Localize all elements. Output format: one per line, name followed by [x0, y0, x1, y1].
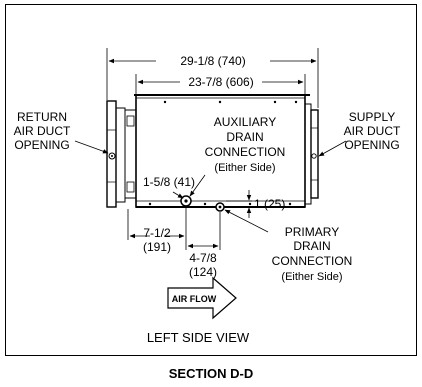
dim-bottom-offset-text: 1 (25) — [254, 197, 285, 211]
supply-label-line1: SUPPLY — [349, 110, 395, 124]
return-label-line3: OPENING — [14, 138, 69, 152]
dimension-bottom-offset: 1 (25) — [226, 190, 285, 218]
primary-drain-port — [215, 202, 225, 212]
return-duct-flange — [106, 100, 136, 208]
primary-label-line2: DRAIN — [293, 239, 330, 253]
figure-frame — [5, 4, 417, 356]
section-title: SECTION D-D — [169, 366, 254, 381]
return-label-line2: AIR DUCT — [14, 124, 71, 138]
dim-inner-width-text: 23-7/8 (606) — [188, 75, 253, 89]
supply-air-duct-label: SUPPLY AIR DUCT OPENING — [318, 110, 401, 157]
dimension-overall-width: 29-1/8 (740) — [106, 48, 319, 108]
return-label-line1: RETURN — [17, 110, 67, 124]
aux-label-line2: DRAIN — [226, 130, 263, 144]
air-flow-label: AIR FLOW — [172, 294, 217, 304]
dim-overall-width-text: 29-1/8 (740) — [180, 54, 245, 68]
supply-label-line2: AIR DUCT — [344, 124, 401, 138]
supply-duct-flange — [304, 103, 319, 205]
primary-label-line3: CONNECTION — [272, 254, 353, 268]
auxiliary-drain-label: AUXILIARY DRAIN CONNECTION (Either Side) — [189, 115, 286, 197]
dim-drain-offset-text-b: (124) — [189, 265, 217, 279]
dimension-drain-offset: 4-7/8 (124) — [187, 212, 221, 279]
return-air-duct-label: RETURN AIR DUCT OPENING — [14, 110, 109, 154]
supply-label-line3: OPENING — [344, 138, 399, 152]
dimension-drain-height: 1-5/8 (41) — [143, 175, 195, 199]
primary-label-line1: PRIMARY — [285, 225, 339, 239]
aux-label-line1: AUXILIARY — [214, 115, 276, 129]
aux-label-line3: CONNECTION — [205, 145, 286, 159]
primary-label-line4: (Either Side) — [281, 271, 342, 283]
dim-drain-offset-text-a: 4-7/8 — [189, 251, 217, 265]
air-flow-arrow: AIR FLOW — [167, 276, 237, 320]
dimension-left-offset: 7-1/2 (191) — [127, 207, 187, 254]
dim-left-offset-text-b: (191) — [143, 240, 171, 254]
dim-drain-height-text: 1-5/8 (41) — [143, 175, 195, 189]
primary-drain-label: PRIMARY DRAIN CONNECTION (Either Side) — [224, 209, 353, 283]
view-caption: LEFT SIDE VIEW — [147, 330, 250, 345]
aux-label-line4: (Either Side) — [214, 162, 275, 174]
dim-left-offset-text-a: 7-1/2 — [143, 226, 171, 240]
auxiliary-drain-port — [180, 195, 192, 207]
dimension-inner-width: 23-7/8 (606) — [135, 74, 306, 94]
